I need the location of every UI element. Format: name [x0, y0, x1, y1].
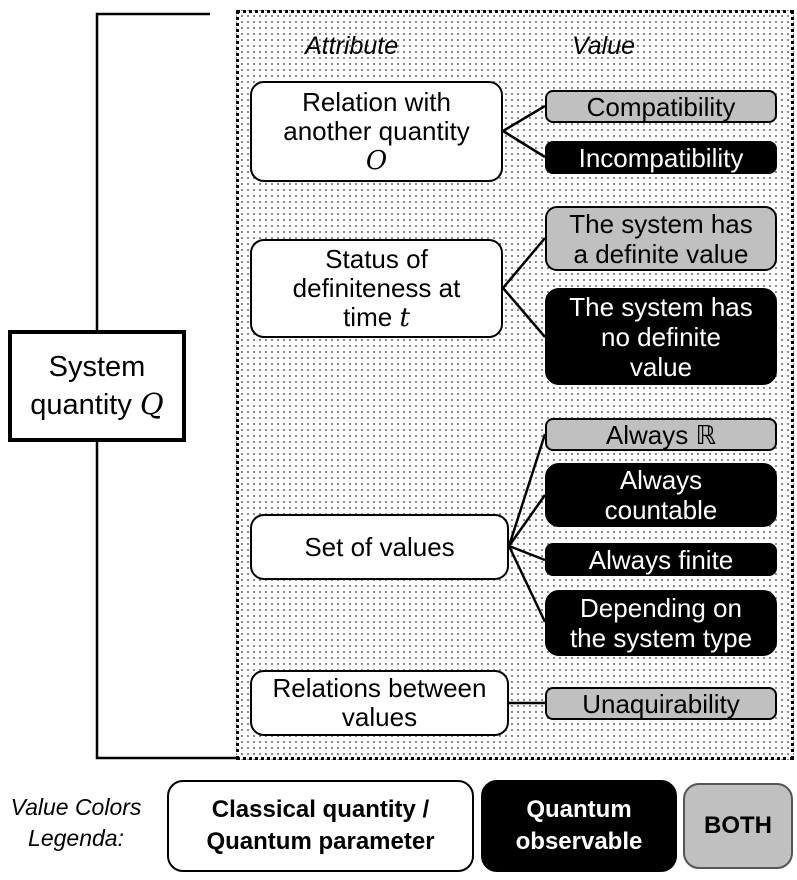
legend-line: observable: [515, 828, 643, 855]
legend-both: BOTH: [683, 783, 793, 869]
value-line: value: [629, 351, 693, 382]
value-line: Always: [619, 465, 703, 495]
attribute-line: Relation with: [302, 86, 451, 117]
value-always-finite: Always finite: [545, 543, 777, 576]
value-line: countable: [604, 495, 718, 525]
quantity-symbol: Q: [139, 386, 164, 421]
value-definite: The system has a definite value: [545, 206, 777, 271]
value-no-definite: The system has no definite value: [545, 288, 777, 385]
value-depending-system-type: Depending on the system type: [545, 590, 777, 656]
legend-quantum: Quantum observable: [481, 780, 677, 872]
value-line: Depending on: [580, 593, 742, 623]
attribute-line: values: [341, 702, 418, 732]
value-always-r: Always ℝ: [545, 418, 777, 451]
connector-line: [502, 129, 546, 159]
connector-line: [502, 287, 546, 338]
value-line: the system type: [569, 623, 753, 653]
legend-title-line: Legenda:: [28, 825, 124, 851]
attribute-line: Status of: [325, 243, 428, 274]
attribute-relations-between-values: Relations between values: [250, 670, 509, 736]
value-incompatibility: Incompatibility: [545, 141, 777, 174]
attribute-line: time: [343, 301, 393, 332]
attribute-header: Attribute: [305, 32, 399, 60]
system-quantity-line2: quantity: [30, 388, 132, 421]
attribute-status-definiteness: Status of definiteness at time t: [250, 239, 503, 338]
system-quantity-line1: System: [48, 350, 146, 383]
legend-title-line: Value Colors: [10, 794, 142, 820]
connector-line: [507, 433, 547, 547]
attribute-line: Relations between: [272, 673, 487, 703]
bracket-line: [95, 442, 236, 760]
system-quantity-box: System quantity Q: [8, 330, 186, 442]
connector-line: [502, 237, 546, 289]
legend-classical: Classical quantity / Quantum parameter: [167, 780, 474, 872]
value-line: The system has: [569, 291, 753, 322]
attribute-line: another quantity: [283, 115, 470, 146]
value-header: Value: [572, 32, 636, 60]
value-line: no definite: [601, 321, 721, 352]
connector-line: [502, 104, 546, 133]
attribute-relation-another-quantity: Relation with another quantity O: [250, 81, 503, 182]
bracket-line: [95, 12, 210, 330]
attribute-symbol: O: [365, 145, 388, 176]
legend-line: Quantum parameter: [206, 828, 435, 855]
connector-line: [507, 545, 547, 623]
value-line: a definite value: [573, 238, 749, 269]
value-unaquirability: Unaquirability: [545, 687, 777, 720]
attribute-symbol: t: [399, 302, 410, 333]
connector-line: [507, 494, 547, 547]
value-line: The system has: [569, 208, 753, 239]
legend-line: Classical quantity /: [211, 796, 430, 823]
connector-line: [508, 544, 546, 562]
value-always-countable: Always countable: [545, 463, 777, 527]
value-compatibility: Compatibility: [545, 90, 777, 123]
legend-line: Quantum: [526, 796, 632, 823]
attribute-line: Set of values: [304, 531, 455, 562]
attribute-line: definiteness at: [292, 272, 461, 303]
attribute-set-of-values: Set of values: [250, 514, 509, 580]
legend-title: Value Colors Legenda:: [0, 792, 152, 854]
